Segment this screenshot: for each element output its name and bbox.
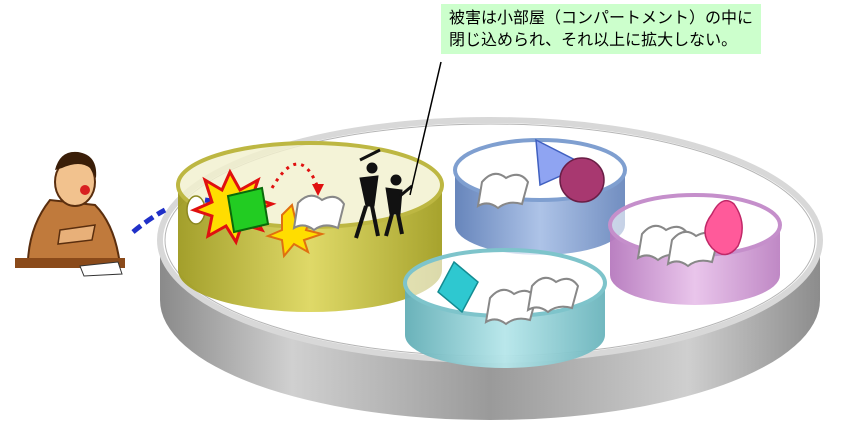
callout-line-2: 閉じ込められ、それ以上に拡大しない。 <box>449 30 738 49</box>
arc-arrowhead-icon <box>312 184 324 196</box>
green-box-icon <box>226 186 270 234</box>
document-icon <box>292 172 720 326</box>
jump-arc <box>270 162 320 189</box>
blob-icon <box>704 199 743 256</box>
attacker-icon <box>15 151 125 277</box>
circle-icon <box>559 157 605 203</box>
diamond-icon <box>437 260 479 314</box>
struggling-figures-icon <box>354 148 413 239</box>
callout-line-1: 被害は小部屋（コンパートメント）の中に <box>449 8 754 27</box>
callout-pointer <box>409 61 442 196</box>
damage-containment-callout: 被害は小部屋（コンパートメント）の中に 閉じ込められ、それ以上に拡大しない。 <box>441 4 762 54</box>
